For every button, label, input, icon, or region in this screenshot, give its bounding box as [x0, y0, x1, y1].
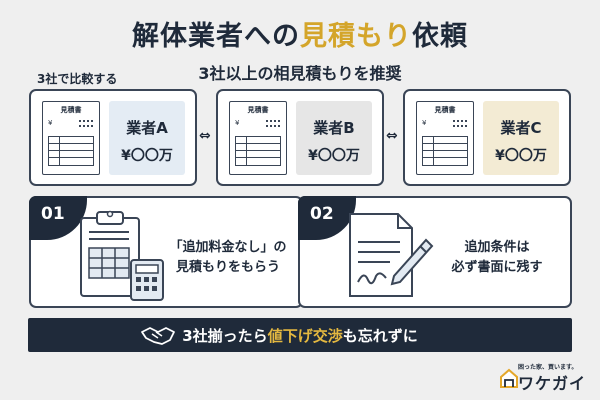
doc-dots — [266, 125, 280, 127]
quote-card-a: 見積書 ¥ 業者A ¥〇〇万 — [29, 89, 197, 186]
page-title: 解体業者への見積もり依頼 — [0, 14, 600, 53]
tip-line1: 追加条件は — [464, 240, 530, 255]
title-part1: 解体業者への — [132, 21, 300, 52]
tip-line1: 「追加料金なし」の — [169, 240, 287, 255]
vendor-name: 業者B — [313, 119, 355, 137]
doc-title: 見積書 — [247, 106, 269, 114]
quote-document-icon: 見積書 ¥ — [229, 101, 287, 175]
title-highlight: 見積もり — [300, 21, 412, 52]
quote-box: 業者C ¥〇〇万 — [483, 101, 559, 175]
quote-card-c: 見積書 ¥ 業者C ¥〇〇万 — [403, 89, 571, 186]
banner-highlight: 値下げ交渉 — [267, 327, 343, 345]
quote-box: 業者A ¥〇〇万 — [109, 101, 185, 175]
doc-dots — [79, 120, 93, 122]
doc-dots — [79, 125, 93, 127]
tip-panel-01: 01 「追加料金なし」の 見積もりをもらう — [29, 196, 303, 308]
double-arrow-icon: ⇔ — [386, 128, 398, 144]
tip-panel-02: 02 追加条件は 必ず書面に残す — [298, 196, 572, 308]
tip-text: 「追加料金なし」の 見積もりをもらう — [163, 238, 293, 278]
doc-title: 見積書 — [60, 106, 82, 114]
quote-card-b: 見積書 ¥ 業者B ¥〇〇万 — [216, 89, 384, 186]
tip-line2: 見積もりをもらう — [175, 260, 280, 275]
vendor-price: ¥〇〇万 — [495, 148, 547, 164]
house-logo-icon — [500, 368, 518, 388]
doc-table — [235, 136, 281, 166]
vendor-price: ¥〇〇万 — [308, 148, 360, 164]
banner-part2: も忘れずに — [342, 327, 418, 345]
quote-box: 業者B ¥〇〇万 — [296, 101, 372, 175]
banner-text: 3社揃ったら値下げ交渉も忘れずに — [28, 325, 572, 346]
document-pen-icon — [349, 213, 434, 297]
tip-text: 追加条件は 必ず書面に残す — [432, 238, 562, 278]
brand-logo: 困った家、買います。 ワケガイ — [500, 362, 595, 396]
vendor-name: 業者A — [126, 119, 168, 137]
title-part2: 依頼 — [412, 21, 468, 52]
compare-label: 3社で比較する — [37, 72, 118, 86]
logo-tagline: 困った家、買います。 — [518, 364, 578, 371]
logo-name: ワケガイ — [518, 374, 587, 393]
doc-yen: ¥ — [235, 119, 240, 127]
handshake-icon — [141, 327, 175, 345]
tip-line2: 必ず書面に残す — [451, 260, 543, 275]
vendor-price: ¥〇〇万 — [121, 148, 173, 164]
double-arrow-icon: ⇔ — [199, 128, 211, 144]
doc-dots — [453, 120, 467, 122]
negotiation-banner: 3社揃ったら値下げ交渉も忘れずに — [28, 318, 572, 352]
quote-document-icon: 見積書 ¥ — [42, 101, 100, 175]
quote-document-icon: 見積書 ¥ — [416, 101, 474, 175]
doc-table — [48, 136, 94, 166]
clipboard-calculator-icon — [80, 210, 164, 301]
vendor-name: 業者C — [500, 119, 542, 137]
doc-title: 見積書 — [434, 106, 456, 114]
doc-table — [422, 136, 468, 166]
banner-part1: 3社揃ったら — [182, 327, 268, 345]
doc-dots — [453, 125, 467, 127]
doc-dots — [266, 120, 280, 122]
doc-yen: ¥ — [422, 119, 427, 127]
doc-yen: ¥ — [48, 119, 53, 127]
subtitle: 3社以上の相見積もりを推奨 — [198, 64, 402, 83]
